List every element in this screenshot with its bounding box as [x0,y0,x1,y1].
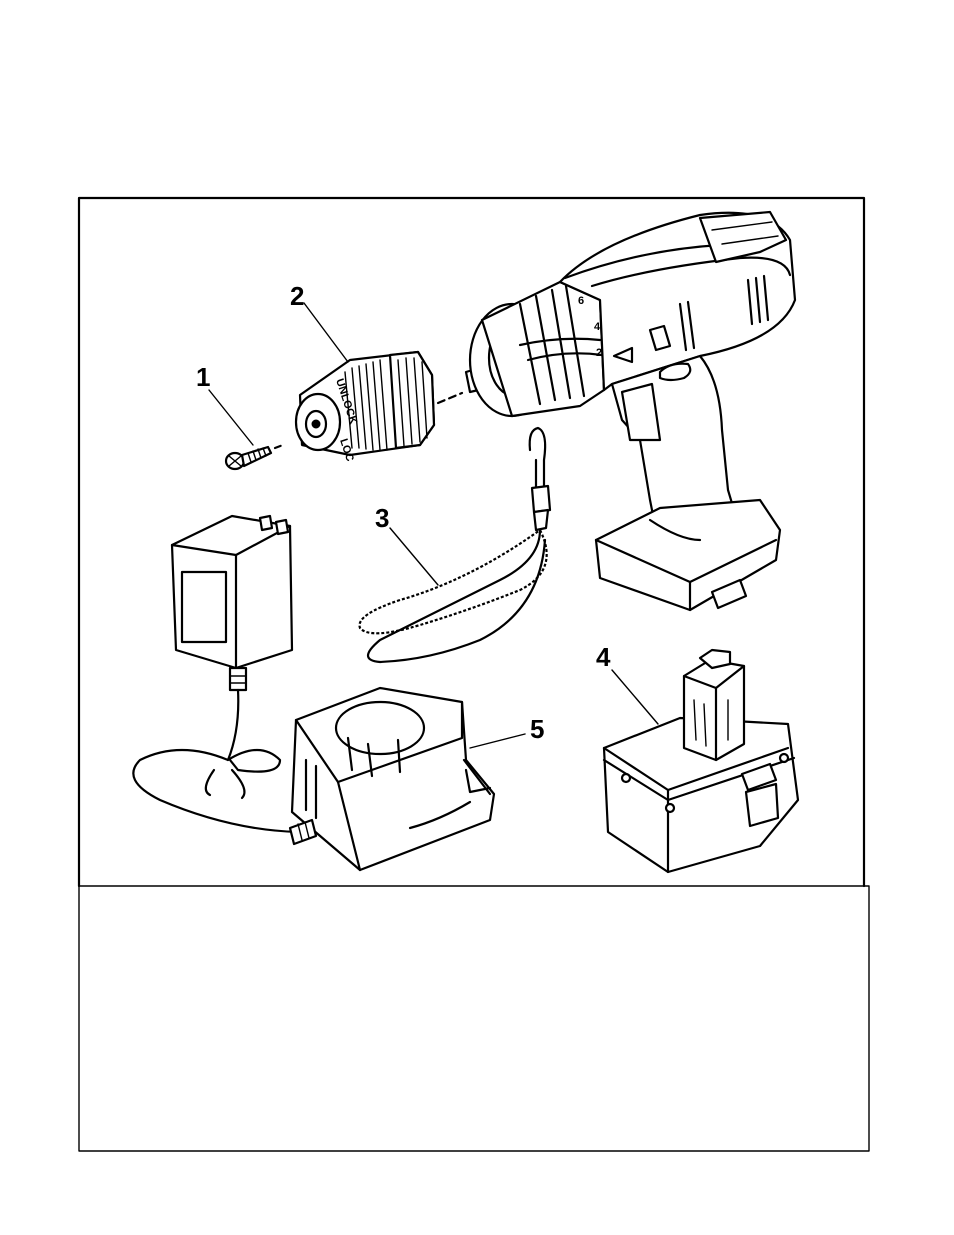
wrist-strap-illustration [360,428,551,662]
callout-3: 3 [375,503,389,533]
leader-line-1 [209,390,253,445]
battery-illustration [604,650,798,872]
wall-adapter-illustration [133,516,298,832]
leader-line-4 [612,670,658,724]
chuck-illustration: UNLOCK LOC [296,352,462,463]
screw-illustration [226,445,283,469]
leader-line-5 [470,734,525,748]
callout-1: 1 [196,362,210,392]
leader-line-3 [390,528,438,585]
caption-box [79,886,869,1151]
leader-line-2 [304,303,348,362]
callout-2: 2 [290,281,304,311]
callout-4: 4 [596,642,611,672]
charger-illustration [290,688,494,870]
clutch-number-6: 6 [578,295,584,307]
callout-5: 5 [530,714,544,744]
